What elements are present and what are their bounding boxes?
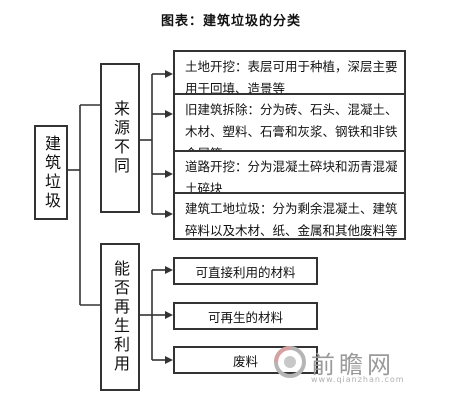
watermark: 前瞻网 www.qianzhan.com xyxy=(273,343,433,393)
branch-label: 能否再生利用 xyxy=(111,260,130,374)
leaf-label: 旧建筑拆除：分为砖、石头、混凝土、木材、塑料、石膏和灰浆、钢铁和非铁金属等 xyxy=(185,102,398,161)
branch-node-recycle: 能否再生利用 xyxy=(100,243,140,391)
leaf-label: 建筑工地垃圾：分为剩余混凝土、建筑碎料以及木材、纸、金属和其他废料等 xyxy=(185,201,398,238)
leaf-node: 建筑工地垃圾：分为剩余混凝土、建筑碎料以及木材、纸、金属和其他废料等 xyxy=(173,192,406,240)
chart-title: 图表：建筑垃圾的分类 xyxy=(160,14,301,29)
branch-node-source: 来源不同 xyxy=(100,63,140,213)
leaf-label: 废料 xyxy=(232,353,258,369)
qianzhan-logo-icon xyxy=(274,346,306,378)
root-label: 建筑垃圾 xyxy=(42,134,61,211)
watermark-name: 前瞻网 xyxy=(311,351,395,379)
leaf-label: 可再生的材料 xyxy=(207,309,283,325)
watermark-url: www.qianzhan.com xyxy=(311,375,405,384)
leaf-node: 可再生的材料 xyxy=(173,302,318,330)
leaf-node: 道路开挖：分为混凝土碎块和沥青混凝土碎块 xyxy=(173,150,406,200)
leaf-node: 土地开挖：表层可用于种植，深层主要用于回填、造景等 xyxy=(173,50,406,100)
leaf-label: 土地开挖：表层可用于种植，深层主要用于回填、造景等 xyxy=(185,59,398,96)
leaf-label: 可直接利用的材料 xyxy=(195,264,296,280)
leaf-node: 可直接利用的材料 xyxy=(173,257,318,285)
branch-label: 来源不同 xyxy=(111,100,130,176)
leaf-label: 道路开挖：分为混凝土碎块和沥青混凝土碎块 xyxy=(185,159,398,196)
root-node: 建筑垃圾 xyxy=(34,125,68,220)
